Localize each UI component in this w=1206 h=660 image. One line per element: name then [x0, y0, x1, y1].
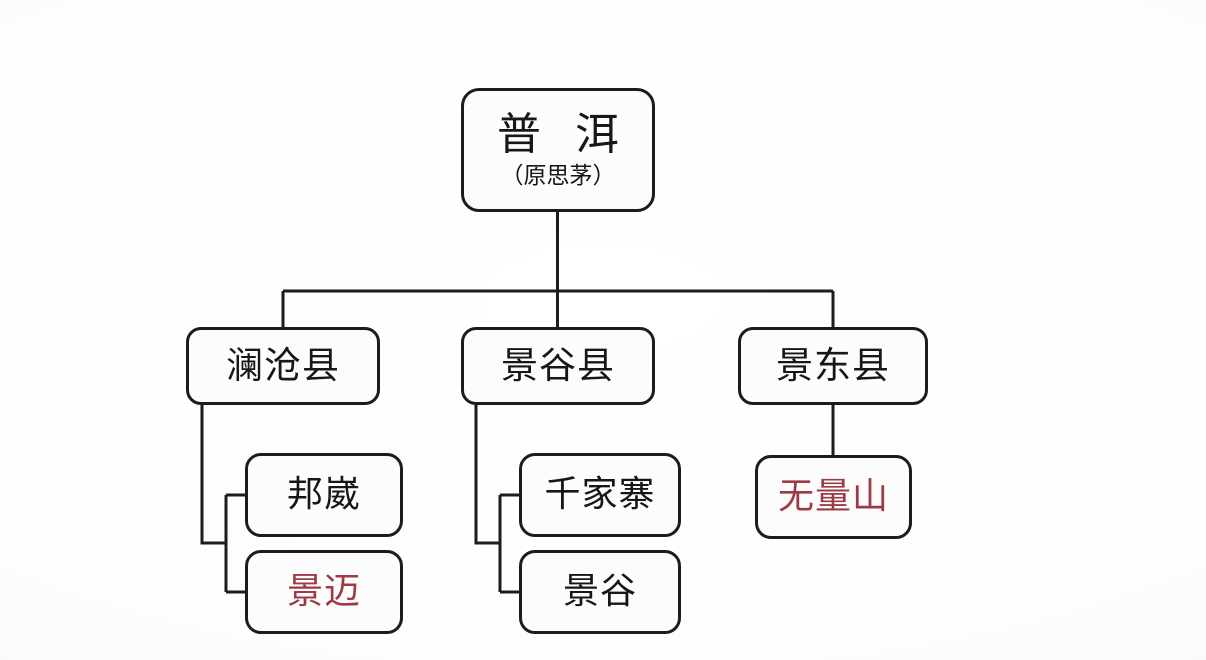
node-leaf-qianjiazhai-label: 千家寨: [544, 474, 656, 516]
node-county-lancang-label: 澜沧县: [226, 343, 340, 387]
node-leaf-qianjiazhai[interactable]: 千家寨: [519, 453, 681, 537]
node-leaf-jinggu-label: 景谷: [562, 571, 637, 613]
node-county-jingdong-label: 景东县: [776, 343, 890, 387]
node-county-jinggu[interactable]: 景谷县: [461, 327, 655, 405]
node-county-jinggu-label: 景谷县: [501, 343, 615, 387]
node-county-lancang[interactable]: 澜沧县: [186, 327, 380, 405]
node-leaf-jinggu[interactable]: 景谷: [519, 550, 681, 634]
connector-jinggu-county-elbow: [474, 405, 500, 545]
node-root-label: 普 洱: [497, 108, 629, 160]
node-leaf-jingmai[interactable]: 景迈: [245, 550, 403, 634]
node-leaf-bangwai[interactable]: 邦崴: [245, 453, 403, 537]
node-leaf-wuliangshan-label: 无量山: [777, 476, 889, 518]
node-root-puer[interactable]: 普 洱 （原思茅）: [461, 88, 655, 212]
node-county-jingdong[interactable]: 景东县: [738, 327, 928, 405]
node-leaf-bangwai-label: 邦崴: [286, 474, 361, 516]
node-root-sublabel: （原思茅）: [500, 163, 616, 190]
node-leaf-wuliangshan[interactable]: 无量山: [755, 455, 912, 539]
node-leaf-jingmai-label: 景迈: [286, 571, 361, 613]
connector-lancang-elbow: [200, 405, 226, 545]
